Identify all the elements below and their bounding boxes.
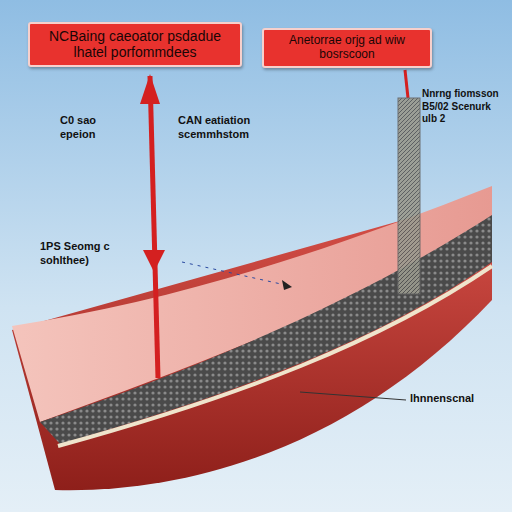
tissue-edge <box>58 266 492 446</box>
leader-line <box>300 392 406 400</box>
arrow-head <box>143 250 165 272</box>
probe-column <box>398 98 420 294</box>
text-label: 1PS Seomg c sohlthee) <box>40 240 132 268</box>
arrow-head <box>140 74 160 104</box>
red-arrow-shaft <box>150 76 158 378</box>
text-label: lhnnenscnal <box>410 392 506 406</box>
textured-layer <box>40 215 492 444</box>
connector-stub <box>405 70 408 98</box>
callout-text: NCBaing caeoator psdadue lhatel porfommd… <box>38 28 232 60</box>
dashed-line <box>182 262 290 286</box>
callout-box: NCBaing caeoator psdadue lhatel porfommd… <box>28 22 242 67</box>
text-label: C0 sao epeion <box>60 114 118 142</box>
text-label: Nnrng fiomsson B5/02 Scenurk ulb 2 <box>422 88 508 126</box>
small-arrow <box>282 280 292 290</box>
callout-text: Anetorrae orjg ad wiw bosrscoon <box>272 34 422 62</box>
callout-box: Anetorrae orjg ad wiw bosrscoon <box>262 28 432 68</box>
text-label: CAN eatiation scemmhstom <box>178 114 282 142</box>
